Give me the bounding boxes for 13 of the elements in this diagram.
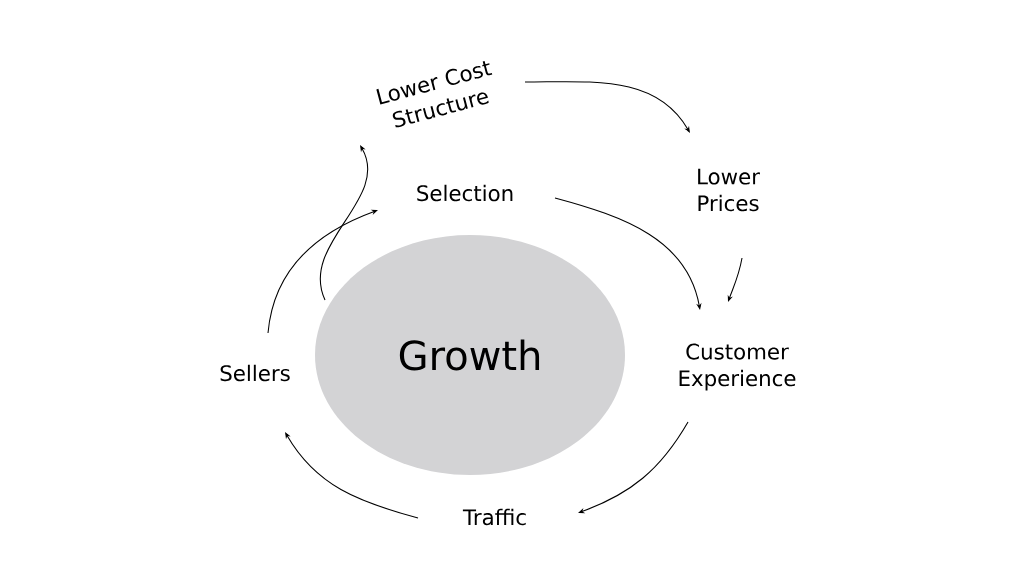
- node-label: Customer Experience: [679, 343, 796, 391]
- arrow: [267, 209, 378, 334]
- node-label: Traffic: [462, 508, 526, 526]
- arrow: [285, 432, 419, 519]
- node-label: Selection: [417, 184, 513, 202]
- arrow: [727, 257, 743, 302]
- arrow: [524, 81, 690, 133]
- node-label: Sellers: [220, 364, 290, 382]
- node-label: Lower Cost Structure: [376, 61, 493, 128]
- arrow: [578, 421, 689, 514]
- arrow: [554, 197, 702, 310]
- arrow: [320, 145, 369, 301]
- node-label: Lower Prices: [698, 168, 760, 212]
